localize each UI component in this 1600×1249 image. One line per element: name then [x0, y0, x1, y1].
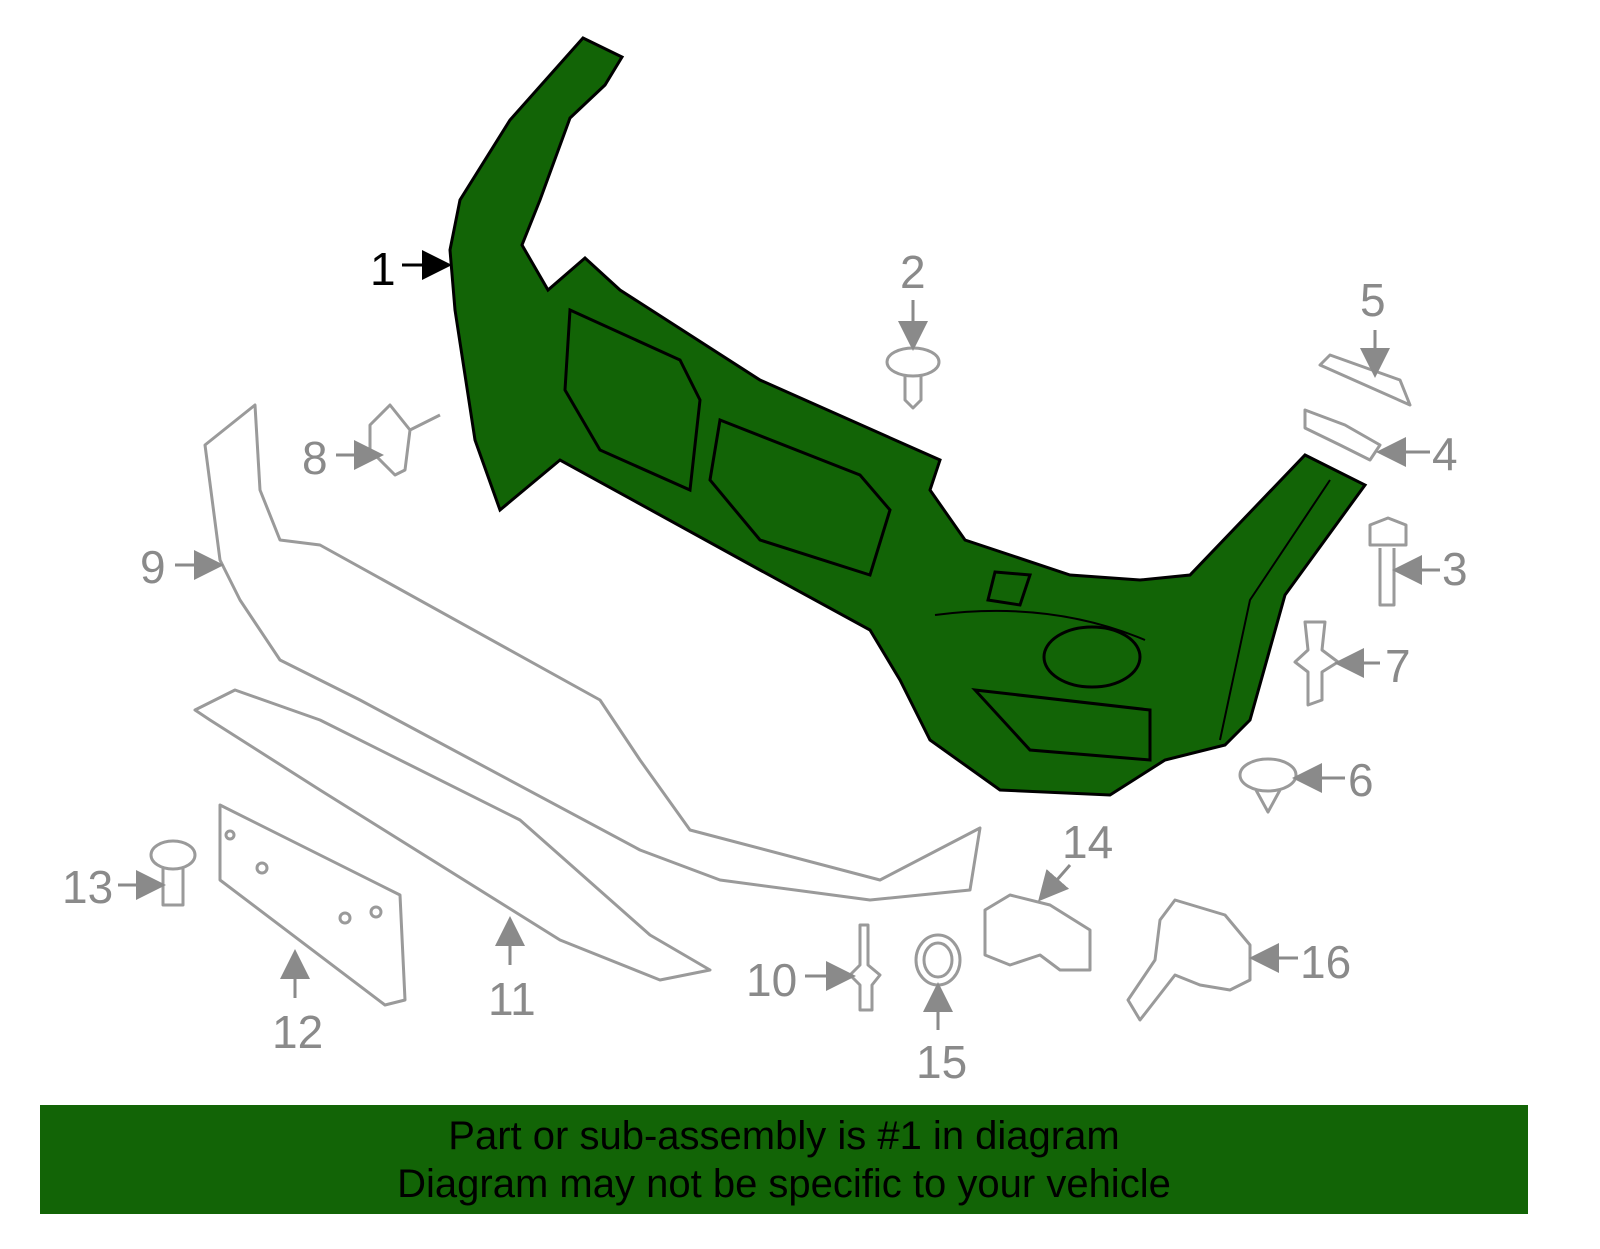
callout-15: 15	[916, 1036, 967, 1088]
part-2-screw[interactable]	[885, 346, 941, 410]
part-5-trim[interactable]	[1318, 353, 1412, 407]
part-3-bolt[interactable]	[1368, 516, 1408, 607]
callout-11: 11	[488, 973, 536, 1025]
callout-16: 16	[1300, 936, 1351, 988]
callout-3: 3	[1442, 543, 1468, 595]
callout-2: 2	[900, 246, 926, 298]
callout-10: 10	[746, 954, 797, 1006]
callout-12: 12	[272, 1006, 323, 1058]
callout-13: 13	[62, 861, 113, 913]
callout-8: 8	[302, 432, 328, 484]
part-13-screw[interactable]	[149, 839, 197, 907]
part-8-bracket[interactable]	[368, 403, 441, 477]
callout-5: 5	[1360, 274, 1386, 326]
callout-9: 9	[140, 541, 166, 593]
banner-line-2: Diagram may not be specific to your vehi…	[397, 1161, 1171, 1206]
callout-14: 14	[1062, 816, 1113, 868]
banner-line-1: Part or sub-assembly is #1 in diagram	[448, 1113, 1120, 1158]
part-16-parking-sensor[interactable]	[1126, 898, 1252, 1022]
part-12-license-plate-bracket[interactable]	[218, 803, 407, 1007]
callout-arrows	[118, 250, 1440, 1030]
callout-7: 7	[1385, 640, 1411, 692]
part-6-nut[interactable]	[1238, 757, 1298, 814]
part-10-clip[interactable]	[848, 923, 882, 1012]
callout-1: 1	[370, 243, 396, 295]
part-14-parking-sensor[interactable]	[983, 893, 1092, 972]
part-11-lower-trim[interactable]	[193, 688, 712, 982]
callout-6: 6	[1348, 754, 1374, 806]
part-9-lower-grille[interactable]	[203, 403, 982, 902]
part-7-clip[interactable]	[1293, 620, 1340, 707]
callout-4: 4	[1432, 428, 1458, 480]
part-15-sensor-ring[interactable]	[914, 933, 962, 987]
part-4-bracket[interactable]	[1303, 408, 1382, 462]
bumper-cover-part-1[interactable]	[448, 36, 1368, 797]
disclaimer-banner: Part or sub-assembly is #1 in diagram Di…	[40, 1105, 1528, 1214]
